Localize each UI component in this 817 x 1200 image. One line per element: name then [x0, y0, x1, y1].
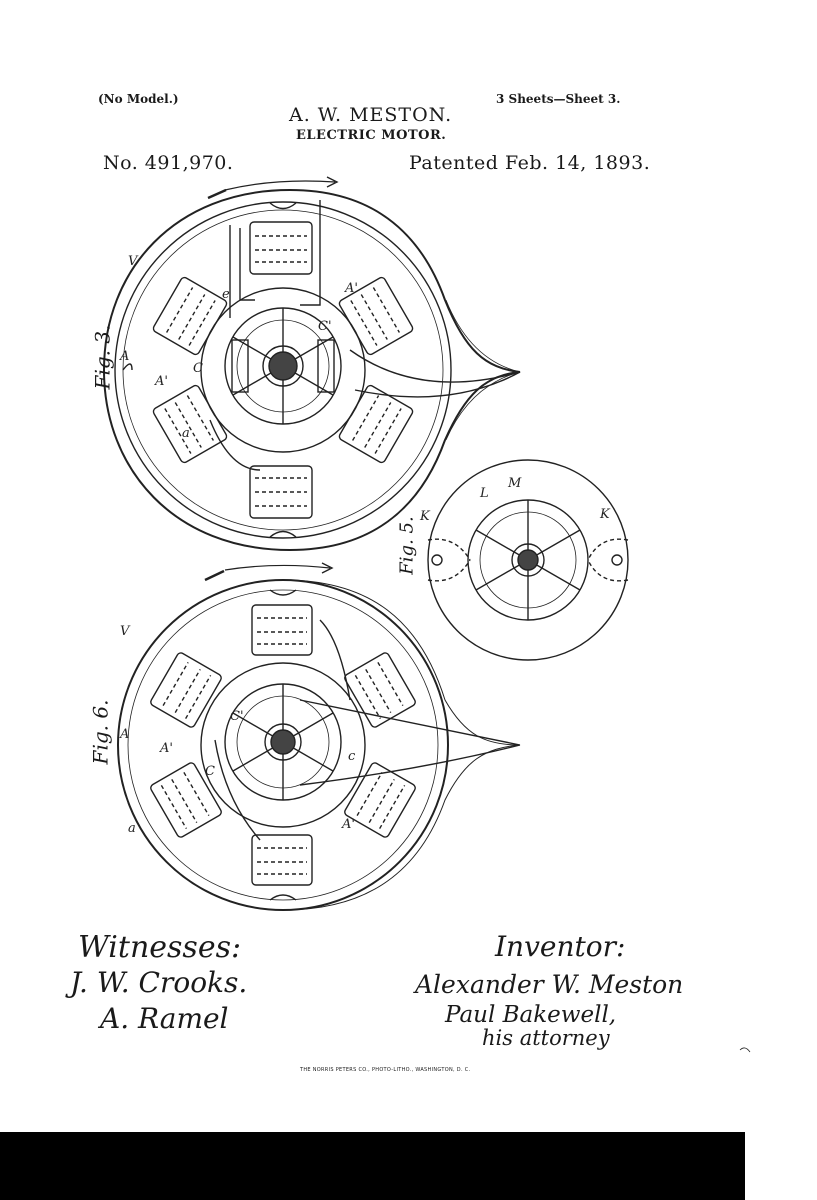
svg-text:A: A: [119, 349, 129, 364]
svg-text:e: e: [222, 287, 230, 302]
svg-text:C: C: [205, 764, 215, 779]
fig6-magnets: [150, 604, 416, 886]
fig6-label: Fig. 6.: [88, 699, 113, 765]
attorney-role: his attorney: [482, 1026, 610, 1050]
patent-number: No. 491,970.: [103, 152, 234, 174]
svg-text:A': A': [344, 281, 358, 296]
svg-text:M: M: [507, 476, 522, 491]
invention-title: ELECTRIC MOTOR.: [296, 128, 447, 143]
svg-text:a: a: [182, 426, 190, 441]
witness-signature-1: J. W. Crooks.: [70, 966, 248, 999]
svg-text:a: a: [128, 821, 136, 836]
sheet-count: 3 Sheets—Sheet 3.: [496, 92, 621, 106]
fig3-magnets: [152, 221, 414, 519]
fig3-drawing: [102, 176, 521, 552]
patent-date: Patented Feb. 14, 1893.: [409, 152, 651, 174]
svg-text:V: V: [128, 254, 139, 269]
svg-text:C': C': [318, 319, 332, 334]
scan-border-bar: [0, 1132, 745, 1200]
svg-text:c: c: [348, 749, 356, 764]
svg-text:C: C: [193, 361, 203, 376]
inventor-heading: Inventor:: [495, 930, 626, 963]
svg-text:A': A': [154, 374, 168, 389]
svg-text:A: A: [119, 727, 129, 742]
attorney-signature: Paul Bakewell,: [445, 1002, 617, 1028]
lithographer-imprint: THE NORRIS PETERS CO., PHOTO-LITHO., WAS…: [300, 1067, 471, 1073]
fig5-drawing: [427, 459, 629, 661]
fig6-drawing: [117, 562, 521, 911]
witnesses-heading: Witnesses:: [78, 930, 242, 965]
no-model-note: (No Model.): [98, 92, 179, 106]
svg-text:K: K: [599, 507, 611, 522]
svg-text:C': C': [230, 709, 244, 724]
svg-text:L: L: [479, 486, 489, 501]
inventor-name-title: A. W. MESTON.: [289, 104, 453, 126]
svg-text:A': A': [159, 741, 173, 756]
inventor-signature: Alexander W. Meston: [415, 970, 684, 999]
svg-text:V: V: [120, 624, 131, 639]
svg-text:K: K: [419, 509, 431, 524]
fig3-label: Fig. 3.: [90, 324, 115, 390]
svg-text:A': A': [341, 817, 355, 832]
witness-signature-2: A. Ramel: [100, 1002, 229, 1035]
fig5-label: Fig. 5.: [396, 516, 418, 575]
